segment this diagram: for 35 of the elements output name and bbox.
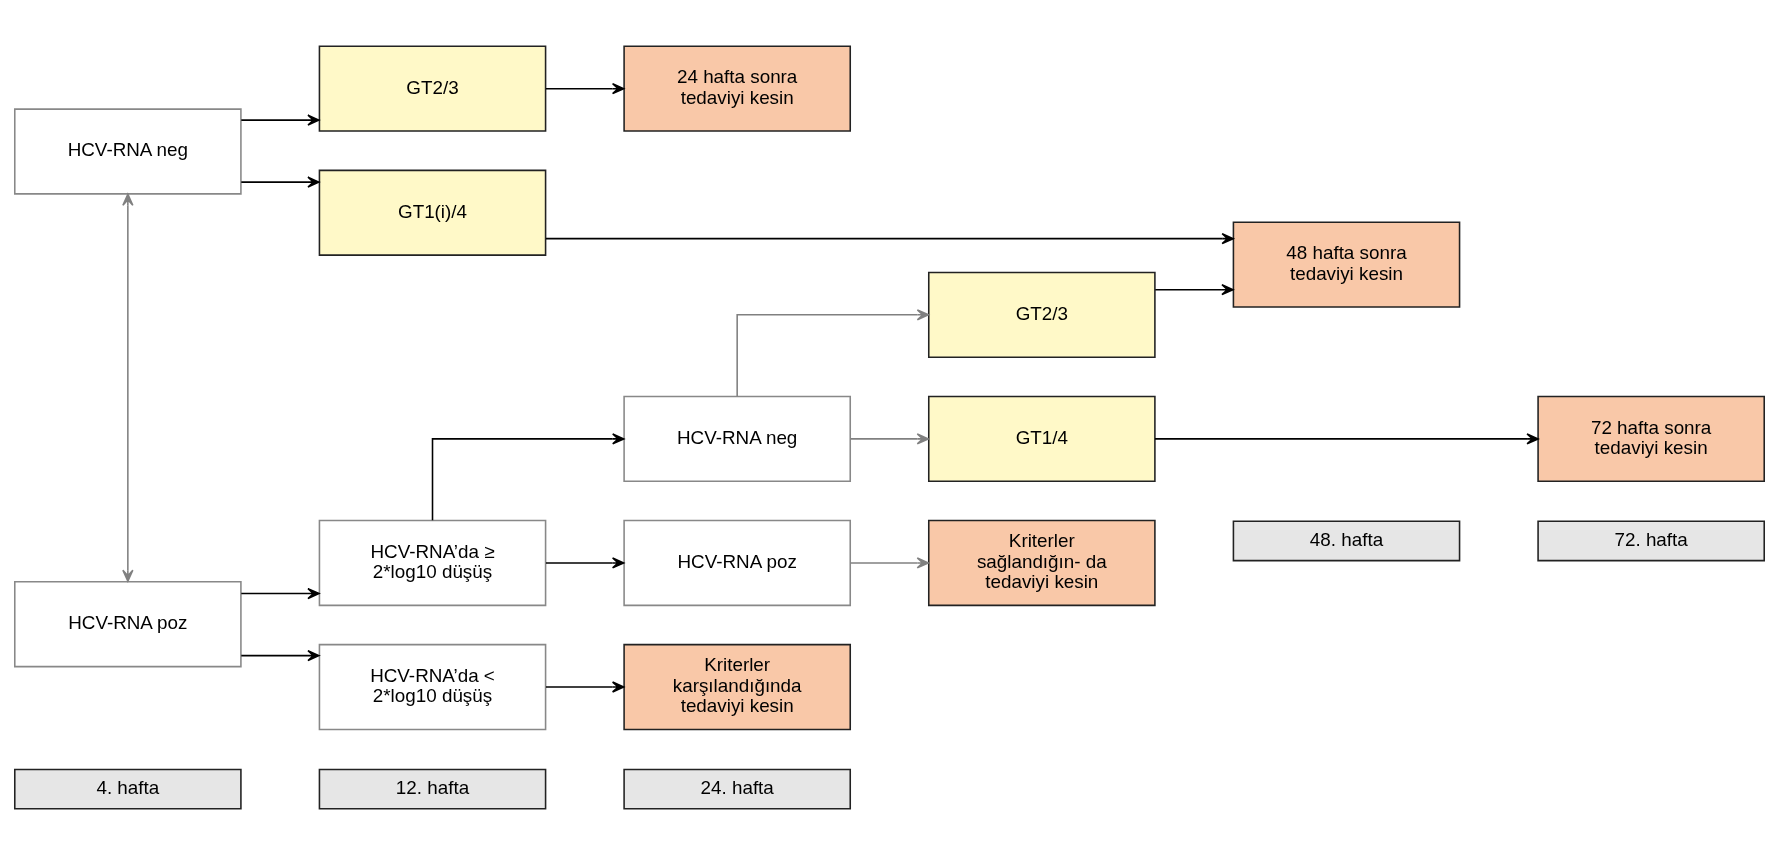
node-box: 4. hafta bbox=[14, 768, 242, 810]
node-box: Kriterler sağlandığın- da tedaviyi kesin bbox=[927, 519, 1156, 607]
node-box: 48 hafta sonra tedaviyi kesin bbox=[1232, 221, 1461, 308]
node-box: 24 hafta sonra tedaviyi kesin bbox=[623, 45, 852, 132]
arrow bbox=[545, 681, 625, 693]
arrow bbox=[240, 114, 320, 126]
arrow bbox=[122, 193, 134, 582]
node-box: 24. hafta bbox=[623, 768, 852, 810]
arrow bbox=[849, 557, 930, 569]
node-box: HCV-RNA neg bbox=[14, 108, 242, 195]
arrow bbox=[736, 309, 930, 397]
node-box: GT2/3 bbox=[927, 271, 1156, 358]
node-box: Kriterler karşılandığında tedaviyi kesin bbox=[623, 643, 852, 731]
node-box: HCV-RNA poz bbox=[14, 581, 242, 668]
arrow bbox=[849, 433, 930, 445]
node-box: HCV-RNA’da ≥ 2*log10 düşüş bbox=[318, 519, 547, 607]
node-box: HCV-RNA neg bbox=[623, 395, 852, 483]
node-box: 72. hafta bbox=[1537, 520, 1765, 562]
node-box: 12. hafta bbox=[318, 768, 547, 810]
node-box: GT1/4 bbox=[927, 395, 1156, 483]
arrow bbox=[1154, 433, 1539, 445]
arrow bbox=[545, 232, 1234, 245]
node-box: HCV-RNA poz bbox=[623, 519, 852, 607]
arrow bbox=[431, 433, 625, 522]
node-box: GT1(i)/4 bbox=[318, 169, 547, 256]
arrow bbox=[240, 176, 320, 188]
node-box: GT2/3 bbox=[318, 45, 547, 132]
arrow bbox=[240, 649, 320, 662]
arrow bbox=[545, 82, 625, 95]
arrow bbox=[240, 587, 320, 600]
arrow bbox=[1154, 283, 1234, 296]
node-box: 72 hafta sonra tedaviyi kesin bbox=[1537, 395, 1765, 483]
node-box: HCV-RNA’da < 2*log10 düşüş bbox=[318, 643, 547, 731]
arrow bbox=[545, 557, 625, 569]
node-box: 48. hafta bbox=[1232, 520, 1461, 562]
